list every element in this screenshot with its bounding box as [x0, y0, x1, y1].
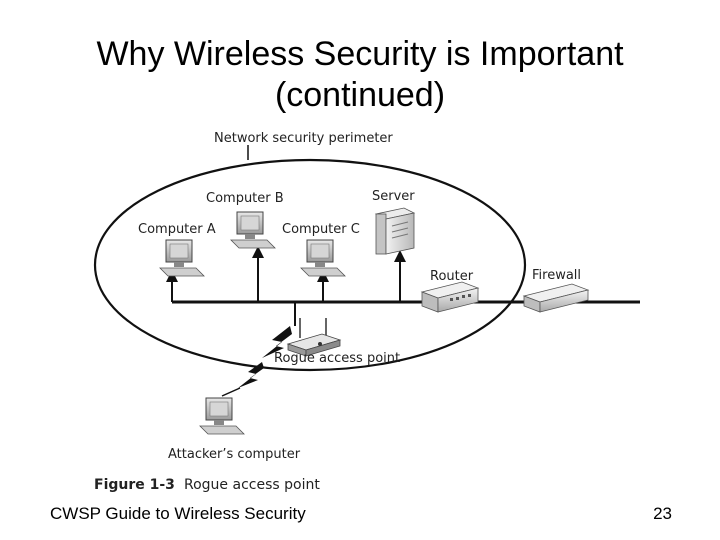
server-label: Server — [372, 189, 415, 204]
computer-b-label: Computer B — [206, 191, 284, 206]
computer-b-icon — [230, 211, 276, 249]
router-label: Router — [430, 269, 474, 284]
wireless-signal-bolt-icon — [262, 326, 292, 358]
firewall-label: Firewall — [532, 268, 581, 283]
wireless-signal-bolt-icon — [238, 362, 264, 388]
rogue-access-point-icon — [286, 318, 342, 357]
server-icon — [374, 207, 416, 255]
attacker-computer-icon — [199, 397, 245, 435]
computer-c-icon — [300, 239, 346, 277]
page-number: 23 — [653, 504, 672, 523]
router-icon — [420, 281, 480, 313]
computer-c-label: Computer C — [282, 222, 360, 237]
footer-course-title: CWSP Guide to Wireless Security — [50, 504, 306, 523]
wireless-link — [221, 387, 241, 397]
figure-number: Figure 1-3 — [94, 477, 175, 493]
rogue-ap-label: Rogue access point — [274, 351, 400, 366]
security-perimeter-ellipse — [93, 158, 527, 372]
attacker-computer-label: Attacker’s computer — [168, 447, 301, 462]
computer-a-label: Computer A — [138, 222, 216, 237]
title-line-1: Why Wireless Security is Important — [96, 35, 624, 73]
figure-caption: Rogue access point — [184, 477, 320, 493]
title-line-2: (continued) — [274, 76, 446, 114]
perimeter-label: Network security perimeter — [214, 131, 393, 146]
firewall-icon — [522, 283, 590, 313]
slide-title: Why Wireless Security is Important (cont… — [0, 34, 720, 116]
computer-a-icon — [159, 239, 205, 277]
